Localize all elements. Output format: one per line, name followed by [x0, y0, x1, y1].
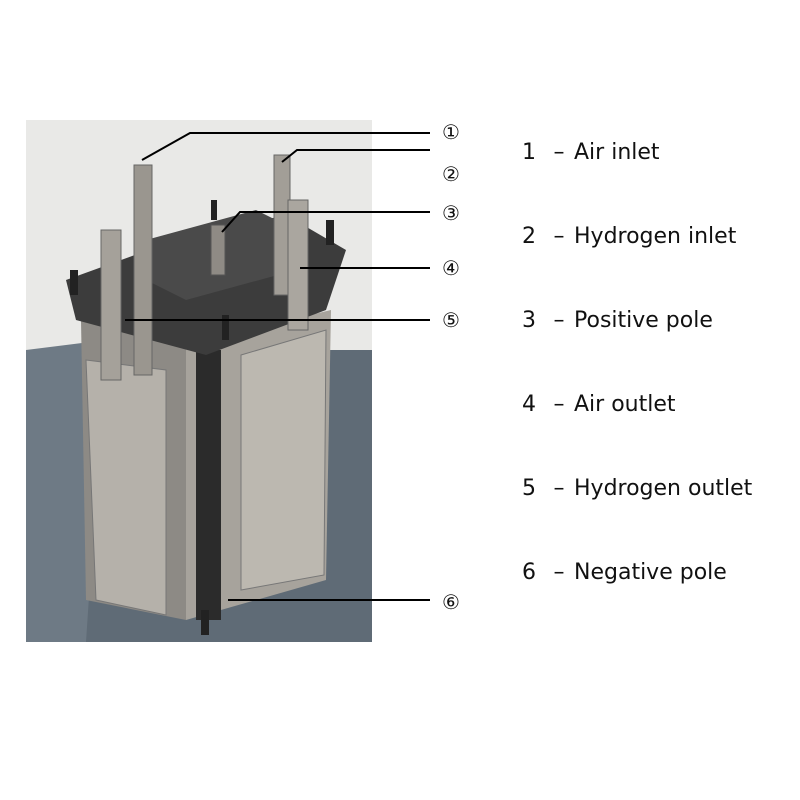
legend-num: 1 [522, 140, 536, 165]
legend-item: 4–Air outlet [522, 394, 676, 416]
callout-1: ① [442, 120, 460, 144]
legend-item: 6–Negative pole [522, 562, 727, 584]
callout-5: ⑤ [442, 308, 460, 332]
callout-3: ③ [442, 201, 460, 225]
legend-label: Hydrogen outlet [574, 476, 753, 501]
fuel-cell-stack-photo [26, 120, 372, 642]
legend-item: 1–Air inlet [522, 142, 660, 164]
callout-6: ⑥ [442, 590, 460, 614]
callout-4: ④ [442, 256, 460, 280]
legend-num: 6 [522, 560, 536, 585]
legend-dash: – [553, 476, 565, 501]
legend-item: 2–Hydrogen inlet [522, 226, 736, 248]
legend-dash: – [553, 224, 565, 249]
legend-label: Positive pole [574, 308, 713, 333]
legend-num: 3 [522, 308, 536, 333]
legend-dash: – [553, 560, 565, 585]
legend-num: 4 [522, 392, 536, 417]
legend-label: Air inlet [574, 140, 660, 165]
legend-num: 2 [522, 224, 536, 249]
legend-label: Hydrogen inlet [574, 224, 737, 249]
legend-item: 3–Positive pole [522, 310, 713, 332]
legend-num: 5 [522, 476, 536, 501]
legend-label: Air outlet [574, 392, 676, 417]
legend-dash: – [553, 308, 565, 333]
legend-dash: – [553, 392, 565, 417]
legend-dash: – [553, 140, 565, 165]
callout-2: ② [442, 162, 460, 186]
legend-item: 5–Hydrogen outlet [522, 478, 752, 500]
legend-label: Negative pole [574, 560, 727, 585]
